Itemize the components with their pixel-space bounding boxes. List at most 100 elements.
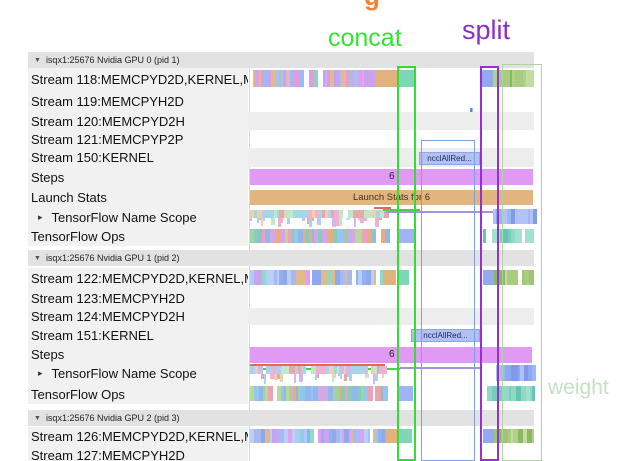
collapse-triangle-icon[interactable]: ▼ bbox=[34, 56, 41, 64]
steps-bar[interactable] bbox=[250, 347, 532, 363]
trace-event-stripes[interactable] bbox=[493, 209, 537, 224]
row-label[interactable]: Stream 122:MEMCPYD2D,KERNEL,MI bbox=[28, 268, 248, 288]
row-label[interactable]: Stream 150:KERNEL bbox=[28, 148, 248, 167]
trace-event bbox=[291, 210, 293, 218]
trace-event-stripes[interactable] bbox=[250, 429, 388, 443]
trace-event bbox=[339, 366, 344, 374]
trace-event bbox=[313, 386, 318, 401]
row-label[interactable]: Stream 124:MEMCPYD2H bbox=[28, 308, 248, 325]
thin-event-line[interactable] bbox=[250, 364, 385, 366]
trace-event bbox=[364, 218, 367, 221]
thin-event-line[interactable] bbox=[400, 367, 481, 369]
trace-event-stripes[interactable] bbox=[250, 70, 376, 87]
row-label[interactable]: ▸TensorFlow Name Scope bbox=[28, 363, 248, 384]
trace-event bbox=[346, 366, 351, 374]
trace-event-block[interactable] bbox=[397, 270, 409, 285]
row-label[interactable]: TensorFlow Ops bbox=[28, 384, 248, 404]
trace-event bbox=[259, 70, 261, 87]
trace-event bbox=[298, 229, 303, 243]
trace-event bbox=[335, 270, 340, 285]
nccl-allreduce-label: ncclAllRed... bbox=[423, 331, 468, 340]
trace-event bbox=[532, 270, 534, 285]
row-label[interactable]: Stream 121:MEMCPYP2P bbox=[28, 130, 248, 148]
collapse-triangle-icon[interactable]: ▼ bbox=[34, 254, 41, 262]
trace-event bbox=[502, 386, 506, 401]
trace-event bbox=[520, 70, 523, 87]
expand-arrow-icon[interactable]: ▸ bbox=[38, 211, 43, 222]
thin-event-line[interactable] bbox=[383, 209, 420, 211]
trace-event bbox=[374, 229, 376, 243]
trace-event bbox=[308, 386, 311, 401]
trace-event-block[interactable] bbox=[383, 270, 396, 285]
gpu-section-title: isqx1:25676 Nvidia GPU 0 (pid 1) bbox=[45, 55, 180, 65]
trace-event bbox=[492, 386, 495, 401]
trace-event-stripes[interactable] bbox=[250, 366, 387, 374]
trace-event bbox=[502, 209, 507, 224]
trace-event bbox=[323, 70, 325, 87]
trace-event-stripes[interactable] bbox=[483, 229, 534, 243]
trace-event-stripes[interactable] bbox=[250, 386, 388, 401]
trace-event-block[interactable] bbox=[483, 429, 494, 443]
trace-event bbox=[317, 218, 319, 225]
expand-arrow-icon[interactable]: ▸ bbox=[38, 368, 43, 378]
trace-event bbox=[303, 210, 305, 218]
trace-event-block[interactable] bbox=[398, 70, 414, 87]
row-label[interactable]: Launch Stats bbox=[28, 187, 248, 207]
row-label[interactable]: Steps bbox=[28, 167, 248, 187]
trace-event-block[interactable] bbox=[483, 270, 494, 285]
trace-event-stripes[interactable] bbox=[250, 210, 389, 218]
trace-event bbox=[529, 70, 534, 87]
trace-event-block[interactable] bbox=[386, 429, 400, 443]
trace-event bbox=[503, 70, 505, 87]
trace-event bbox=[359, 429, 364, 443]
trace-event-stripes[interactable] bbox=[250, 229, 390, 243]
trace-event bbox=[360, 210, 364, 218]
trace-event bbox=[268, 386, 273, 401]
trace-event bbox=[372, 229, 374, 243]
trace-event bbox=[509, 386, 511, 401]
trace-event-block[interactable] bbox=[400, 429, 412, 443]
trace-event bbox=[250, 210, 254, 218]
row-label[interactable]: Stream 118:MEMCPYD2D,KERNEL,ME bbox=[28, 68, 248, 90]
row-label[interactable]: Stream 120:MEMCPYD2H bbox=[28, 112, 248, 130]
trace-event bbox=[523, 209, 528, 224]
gpu-section-header[interactable]: ▼isqx1:25676 Nvidia GPU 1 (pid 2) bbox=[28, 250, 534, 266]
row-label[interactable]: Stream 119:MEMCPYH2D bbox=[28, 90, 248, 112]
trace-event-stripes[interactable] bbox=[494, 429, 534, 443]
trace-event-block[interactable] bbox=[399, 229, 414, 243]
row-label[interactable]: Stream 127:MEMCPYH2D bbox=[28, 446, 248, 461]
thin-event-line[interactable] bbox=[374, 207, 391, 209]
trace-event bbox=[379, 386, 381, 401]
row-label[interactable]: Stream 126:MEMCPYD2D,KERNEL,MI bbox=[28, 427, 248, 446]
trace-event bbox=[296, 270, 301, 285]
row-label[interactable]: TensorFlow Ops bbox=[28, 227, 248, 246]
trace-event bbox=[259, 386, 263, 401]
row-label[interactable]: Steps bbox=[28, 345, 248, 363]
trace-event-stripes[interactable] bbox=[250, 270, 384, 285]
trace-event bbox=[320, 366, 325, 374]
nccl-allreduce-bar[interactable]: ncclAllRed... bbox=[419, 152, 480, 165]
trace-event bbox=[526, 70, 529, 87]
trace-event bbox=[315, 210, 320, 218]
trace-event-stripes[interactable] bbox=[493, 70, 534, 87]
gpu-section-header[interactable]: ▼ isqx1:25676 Nvidia GPU 0 (pid 1) bbox=[28, 52, 534, 68]
trace-event-block[interactable] bbox=[480, 70, 493, 87]
row-label[interactable]: Stream 123:MEMCPYH2D bbox=[28, 288, 248, 308]
trace-event-block[interactable] bbox=[399, 386, 413, 401]
trace-event bbox=[529, 270, 532, 285]
trace-event bbox=[376, 429, 378, 443]
launch-stats-bar[interactable]: Launch Stats for 6 bbox=[250, 190, 533, 205]
trace-event-stripes[interactable] bbox=[494, 270, 534, 285]
steps-bar[interactable] bbox=[250, 169, 533, 185]
thin-event-line[interactable] bbox=[386, 211, 496, 213]
trace-event bbox=[277, 374, 280, 379]
row-label[interactable]: ▸TensorFlow Name Scope bbox=[28, 207, 248, 227]
clipped-orange-glyph: g bbox=[364, 0, 380, 12]
trace-event-block[interactable] bbox=[375, 70, 397, 87]
trace-event bbox=[344, 374, 347, 381]
collapse-triangle-icon[interactable]: ▼ bbox=[34, 414, 41, 422]
gpu-section-header[interactable]: ▼isqx1:25676 Nvidia GPU 2 (pid 3) bbox=[28, 410, 534, 426]
row-label[interactable]: Stream 151:KERNEL bbox=[28, 325, 248, 345]
nccl-allreduce-bar[interactable]: ncclAllRed... bbox=[411, 329, 480, 342]
trace-event bbox=[515, 229, 517, 243]
